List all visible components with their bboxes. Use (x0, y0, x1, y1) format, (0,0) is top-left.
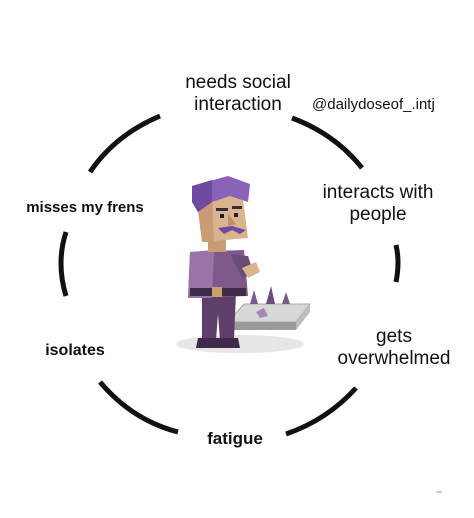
step-gets-overwhelmed: gets overwhelmed (337, 326, 451, 369)
step-misses-my-frens: misses my frens (26, 199, 144, 216)
arc-right (393, 244, 401, 283)
chessboard (226, 303, 312, 323)
arc-bottom-right (285, 386, 358, 437)
character-legs (202, 292, 236, 340)
character-mustache (218, 226, 246, 234)
chess-piece (266, 286, 275, 304)
chess-piece (282, 292, 290, 304)
chess-piece (250, 290, 258, 304)
intj-character-illustration (176, 176, 312, 353)
arc-left (58, 231, 69, 297)
arc-top-right (291, 115, 364, 170)
step-fatigue: fatigue (207, 429, 263, 448)
step-needs-social-interaction: needs social interaction (185, 72, 291, 115)
ground-shadow (176, 335, 304, 353)
arc-bottom-left (98, 380, 179, 435)
arc-top-left (87, 113, 161, 174)
corner-mark (436, 491, 442, 493)
step-isolates: isolates (45, 342, 105, 359)
watermark-handle: @dailydoseof_.intj (312, 96, 435, 113)
step-interacts-with-people: interacts with people (322, 182, 434, 225)
